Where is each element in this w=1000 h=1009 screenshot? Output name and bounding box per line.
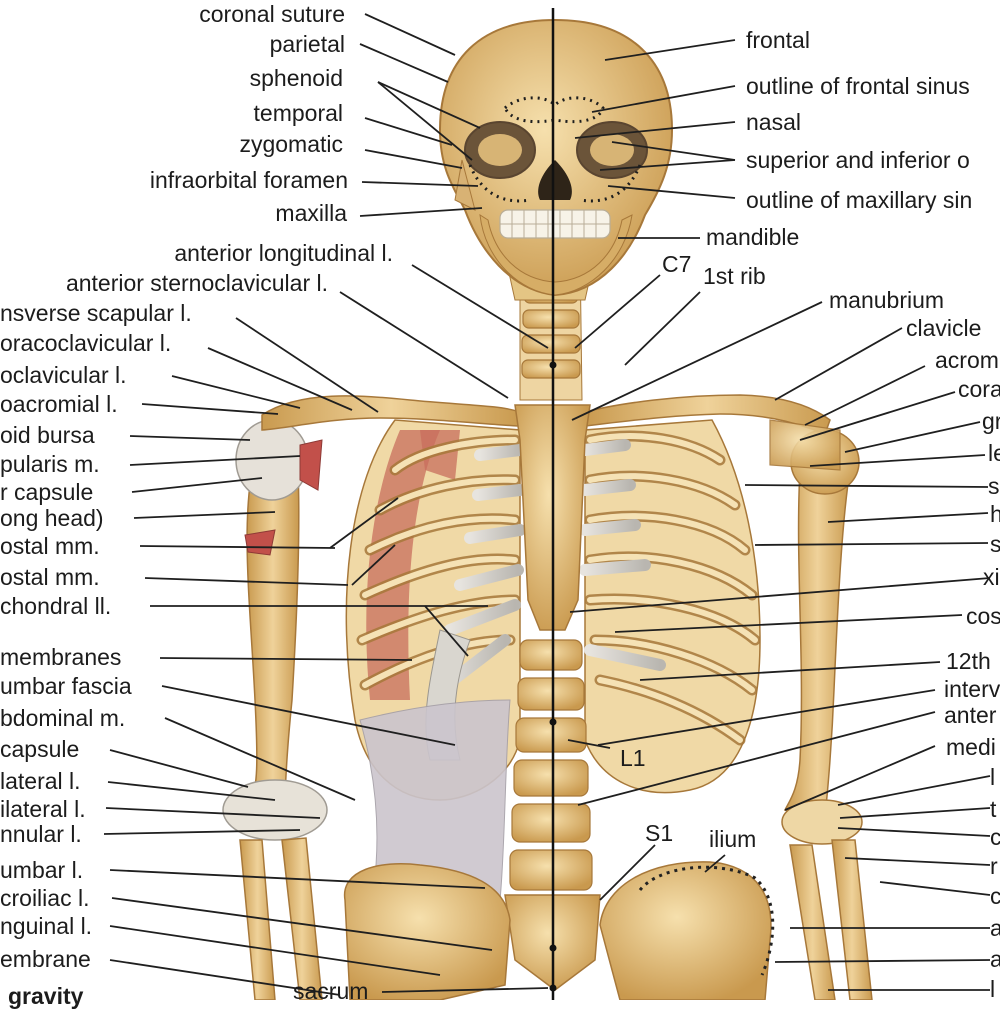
- label-humerus: h: [990, 501, 1000, 527]
- label-ilium: ilium: [709, 826, 757, 852]
- label-nasal: nasal: [746, 109, 801, 135]
- label-parietal: parietal: [269, 31, 345, 57]
- label-outline-frontal-sinus: outline of frontal sinus: [746, 73, 970, 99]
- label-ulnar-collateral-l: lateral l.: [0, 768, 81, 794]
- leader-lines: [103, 13, 991, 996]
- label-temporal: temporal: [253, 100, 343, 126]
- label-infraorbital-foramen: infraorbital foramen: [149, 167, 348, 193]
- skeleton-illustration: [222, 8, 873, 1000]
- label-anterior-longitudinal: anter: [944, 702, 997, 728]
- label-lunate: l: [990, 976, 996, 1002]
- rib-cage: [345, 419, 761, 801]
- label-s1: S1: [645, 820, 674, 846]
- label-anterior-superior-iliac: a: [990, 946, 1000, 972]
- label-coracoacromial-l: oacromial l.: [0, 391, 118, 417]
- label-medial-epicondyle: medi: [946, 734, 996, 760]
- label-superior-inferior-orbital: superior and inferior o: [746, 147, 970, 173]
- label-transversus-abdominal-m: bdominal m.: [0, 705, 126, 731]
- label-radius: r: [990, 853, 998, 879]
- label-zygomatic: zygomatic: [239, 131, 343, 157]
- label-sternum: s: [990, 531, 1000, 557]
- label-joint-capsule-shoulder: r capsule: [0, 479, 94, 505]
- label-lesser-tubercle: le: [988, 440, 1000, 466]
- label-acromioclavicular-l: oclavicular l.: [0, 362, 127, 388]
- label-capitulum: c: [990, 824, 1000, 850]
- label-costal-cartilage: cos: [966, 603, 1000, 629]
- label-radial-collateral-l: ilateral l.: [0, 796, 86, 822]
- label-12th-rib: 12th: [946, 648, 991, 674]
- frontal-sinus-outline: [503, 96, 605, 124]
- label-trochlea: t: [990, 796, 997, 822]
- label-manubrium: manubrium: [829, 287, 945, 313]
- label-sacrum: sacrum: [293, 978, 369, 1004]
- label-obturator-membrane: embrane: [0, 946, 91, 972]
- label-coracoid: cora: [958, 376, 1000, 402]
- label-1st-rib: 1st rib: [703, 263, 766, 289]
- label-interchondral-ll: chondral ll.: [0, 593, 112, 619]
- label-line-of-gravity: gravity: [8, 983, 84, 1009]
- label-thoracolumbar-fascia: umbar fascia: [0, 673, 132, 699]
- right-elbow: [222, 779, 328, 841]
- teeth: [499, 209, 611, 239]
- label-inguinal-l: nguinal l.: [0, 913, 93, 939]
- nasal-cavity: [538, 160, 572, 200]
- label-elbow-capsule: capsule: [0, 736, 80, 762]
- label-biceps-long-head: ong head): [0, 505, 104, 531]
- label-intercostal-membranes: membranes: [0, 644, 122, 670]
- label-lateral-epicondyle: l: [990, 764, 996, 790]
- midline-markers: [549, 361, 557, 992]
- label-frontal: frontal: [746, 27, 810, 53]
- label-acetabulum: a: [990, 915, 1000, 941]
- left-elbow: [781, 799, 863, 845]
- label-intervertebral-disc: interv: [944, 676, 1000, 702]
- label-l1: L1: [620, 745, 646, 771]
- label-scapula: s: [988, 473, 1000, 499]
- label-transverse-scapular-l: nsverse scapular l.: [0, 300, 192, 326]
- skull: [438, 18, 674, 297]
- label-iliolumbar-l: umbar l.: [0, 857, 84, 883]
- right-forearm: [239, 837, 323, 1000]
- label-coccyx: c: [990, 883, 1000, 909]
- label-subscapularis-m: pularis m.: [0, 451, 100, 477]
- label-coronal-suture: coronal suture: [199, 1, 345, 27]
- label-outline-maxillary-sinus: outline of maxillary sin: [746, 187, 973, 213]
- label-sphenoid: sphenoid: [249, 65, 343, 91]
- label-coracoclavicular-l: oracoclavicular l.: [0, 330, 172, 356]
- label-internal-intercostal-mm: ostal mm.: [0, 564, 100, 590]
- label-sacroiliac-l: croiliac l.: [0, 885, 90, 911]
- label-annular-l: nnular l.: [0, 821, 82, 847]
- label-maxilla: maxilla: [275, 200, 347, 226]
- label-xiphoid: xi: [983, 564, 1000, 590]
- pelvis: [343, 861, 775, 1000]
- right-humerus: [235, 419, 323, 811]
- label-anterior-longitudinal-l: anterior longitudinal l.: [174, 240, 393, 266]
- label-greater-tubercle: gr: [982, 408, 1000, 434]
- label-external-intercostal-mm: ostal mm.: [0, 533, 100, 559]
- left-forearm: [789, 839, 873, 1000]
- abdominal-membrane: [359, 699, 511, 901]
- label-mandible: mandible: [706, 224, 800, 250]
- label-clavicle: clavicle: [906, 315, 982, 341]
- label-c7: C7: [662, 251, 692, 277]
- label-acromion: acrom: [935, 347, 999, 373]
- label-subdeltoid-bursa: oid bursa: [0, 422, 95, 448]
- label-anterior-sternoclavicular-l: anterior sternoclavicular l.: [65, 270, 328, 296]
